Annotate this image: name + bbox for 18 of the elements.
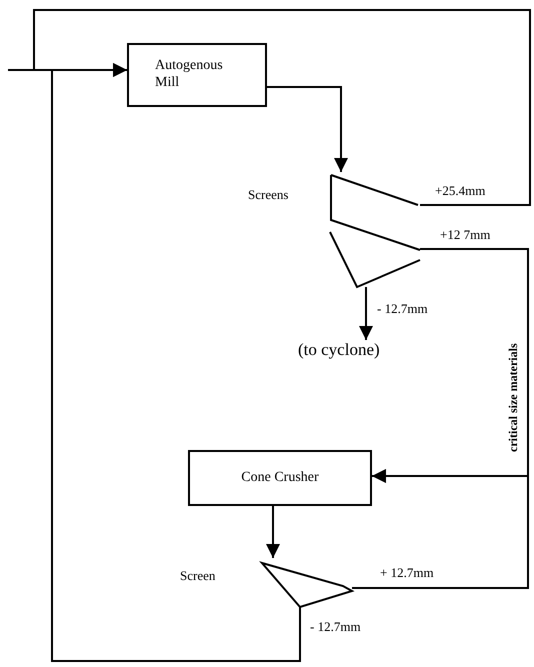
process-name: Autogenous Mill [154, 57, 224, 92]
destination-text: (to cyclone) [298, 340, 380, 360]
edge-label: - 12.7mm [377, 302, 428, 316]
flow-arrow [267, 86, 348, 172]
flow-arrow [352, 469, 529, 589]
flow-arrow [266, 506, 280, 558]
equipment-name: Screen [180, 568, 216, 584]
process-name: Cone Crusher [240, 468, 320, 487]
edge-label: + 12.7mm [380, 566, 434, 580]
process-box [188, 450, 372, 506]
equipment-name: Screens [248, 187, 288, 203]
flow-arrow [33, 9, 531, 206]
edge-label: +25.4mm [435, 184, 486, 198]
stream-note: critical size materials [506, 343, 521, 452]
flow-arrow [51, 63, 301, 662]
flow-arrow [359, 287, 373, 340]
edge-label: - 12.7mm [310, 620, 361, 634]
process-box [127, 43, 267, 107]
